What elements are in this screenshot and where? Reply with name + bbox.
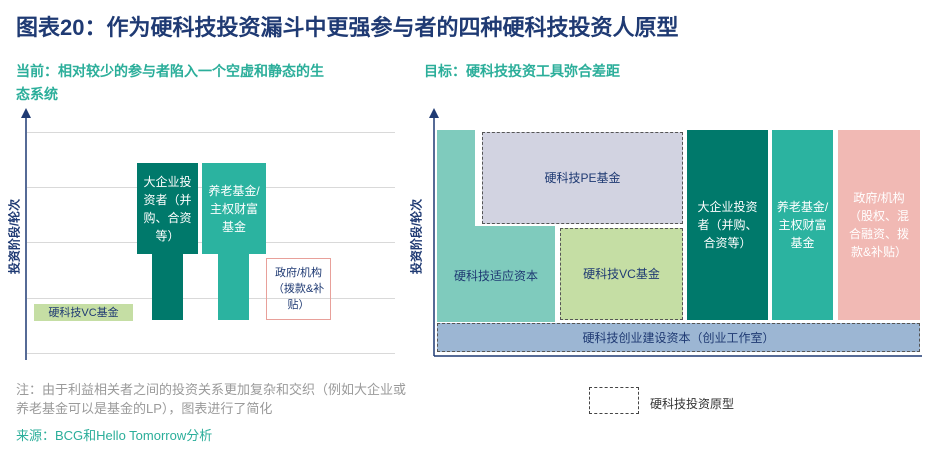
left-y-axis-arrow-icon (21, 108, 31, 118)
left-government-box: 政府/机构（拨款&补贴） (266, 258, 331, 320)
left-gridline-4 (27, 298, 395, 299)
right-adaptive-capital-shape (437, 130, 555, 322)
right-y-axis-arrow-icon (429, 108, 439, 118)
left-vc-fund-box: 硬科技VC基金 (34, 304, 133, 321)
left-subtitle: 当前：相对较少的参与者陷入一个空虚和静态的生 态系统 (16, 60, 396, 106)
right-y-axis-label: 投资阶段/轮次 (409, 198, 424, 275)
page-title: 图表20：作为硬科技投资漏斗中更强参与者的四种硬科技投资人原型 (16, 15, 679, 40)
left-gridline-5 (27, 353, 395, 354)
right-pe-fund-box: 硬科技PE基金 (482, 132, 683, 224)
left-pension-box: 养老基金/主权财富基金 (202, 163, 266, 254)
left-corporate-box: 大企业投资者（并购、合资等） (137, 163, 198, 254)
right-government-box: 政府/机构（股权、混合融资、拨款&补贴） (838, 130, 920, 320)
right-axes (429, 108, 922, 357)
right-pension-box: 养老基金/主权财富基金 (772, 130, 833, 320)
right-vc-fund-box: 硬科技VC基金 (560, 228, 683, 320)
note-line2: 养老基金可以是基金的LP），图表进行了简化 (16, 401, 273, 416)
note-line1: 注：由于利益相关者之间的投资关系更加复杂和交织（例如大企业或 (16, 382, 407, 397)
right-subtitle: 目标：硬科技投资工具弥合差距 (424, 63, 620, 79)
left-subtitle-line1: 当前：相对较少的参与者陷入一个空虚和静态的生 (16, 63, 324, 79)
right-adaptive-capital-label: 硬科技适应资本 (453, 269, 538, 283)
right-corporate-box: 大企业投资者（并购、合资等） (687, 130, 768, 320)
left-subtitle-line2: 态系统 (16, 86, 58, 102)
legend-label: 硬科技投资原型 (650, 397, 735, 411)
left-gridline-1 (27, 132, 395, 133)
left-y-axis (21, 108, 31, 360)
note: 注：由于利益相关者之间的投资关系更加复杂和交织（例如大企业或 养老基金可以是基金… (16, 380, 406, 418)
right-venture-building-box: 硬科技创业建设资本（创业工作室） (437, 323, 920, 352)
legend-dashed-swatch (589, 387, 639, 414)
source-text: 来源：BCG和Hello Tomorrow分析 (16, 428, 213, 443)
